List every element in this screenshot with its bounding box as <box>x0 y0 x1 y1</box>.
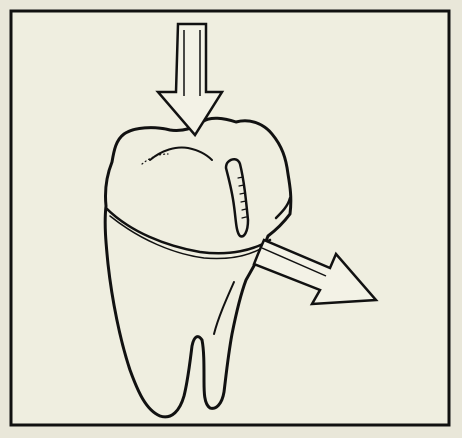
tooth-diagram <box>0 0 462 438</box>
diagram-canvas <box>0 0 462 438</box>
